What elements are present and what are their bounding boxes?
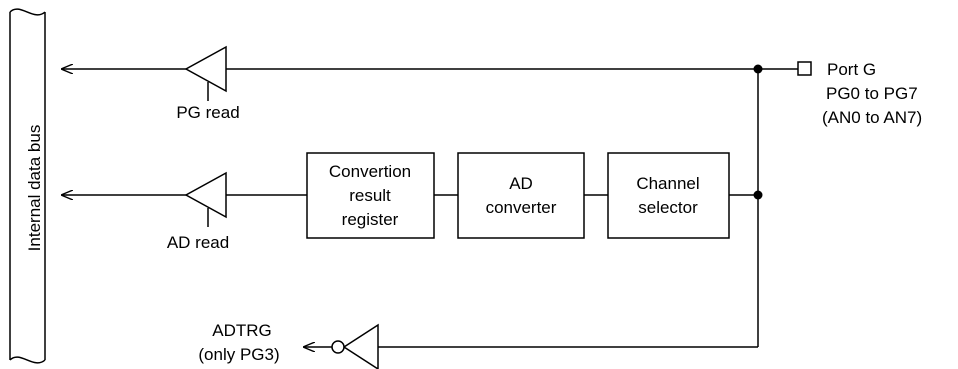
port-g-pin: Port G PG0 to PG7 (AN0 to AN7) — [797, 60, 922, 127]
block-line: result — [349, 186, 391, 205]
internal-data-bus: Internal data bus — [9, 8, 46, 364]
internal-data-bus-label: Internal data bus — [25, 125, 44, 252]
port-pins: PG0 to PG7 — [826, 84, 918, 103]
block-line: Channel — [636, 174, 699, 193]
pg-read-label: PG read — [176, 103, 239, 122]
port-analog-pins: (AN0 to AN7) — [822, 108, 922, 127]
block-line: AD — [509, 174, 533, 193]
channel-selector-block: Channel selector — [607, 152, 730, 239]
adtrg-path: ADTRG (only PG3) — [198, 321, 758, 369]
port-terminal-icon — [797, 61, 812, 76]
port-name: Port G — [827, 60, 876, 79]
ad-read-path: AD read — [62, 171, 758, 252]
block-line: register — [342, 210, 399, 229]
ad-converter-block: AD converter — [457, 152, 585, 239]
conversion-result-register-block: Convertion result register — [306, 152, 435, 239]
inverter-buffer — [342, 323, 379, 369]
block-line: Convertion — [329, 162, 411, 181]
pg-read-path: PG read — [62, 45, 798, 122]
block-line: selector — [638, 198, 698, 217]
ad-read-label: AD read — [167, 233, 229, 252]
block-line: converter — [486, 198, 557, 217]
adtrg-note: (only PG3) — [198, 345, 279, 364]
pg-read-buffer — [184, 45, 227, 93]
junction-dot-top — [753, 64, 763, 74]
inverter-bubble — [331, 340, 345, 354]
ad-read-buffer — [184, 171, 227, 219]
adtrg-label: ADTRG — [212, 321, 272, 340]
